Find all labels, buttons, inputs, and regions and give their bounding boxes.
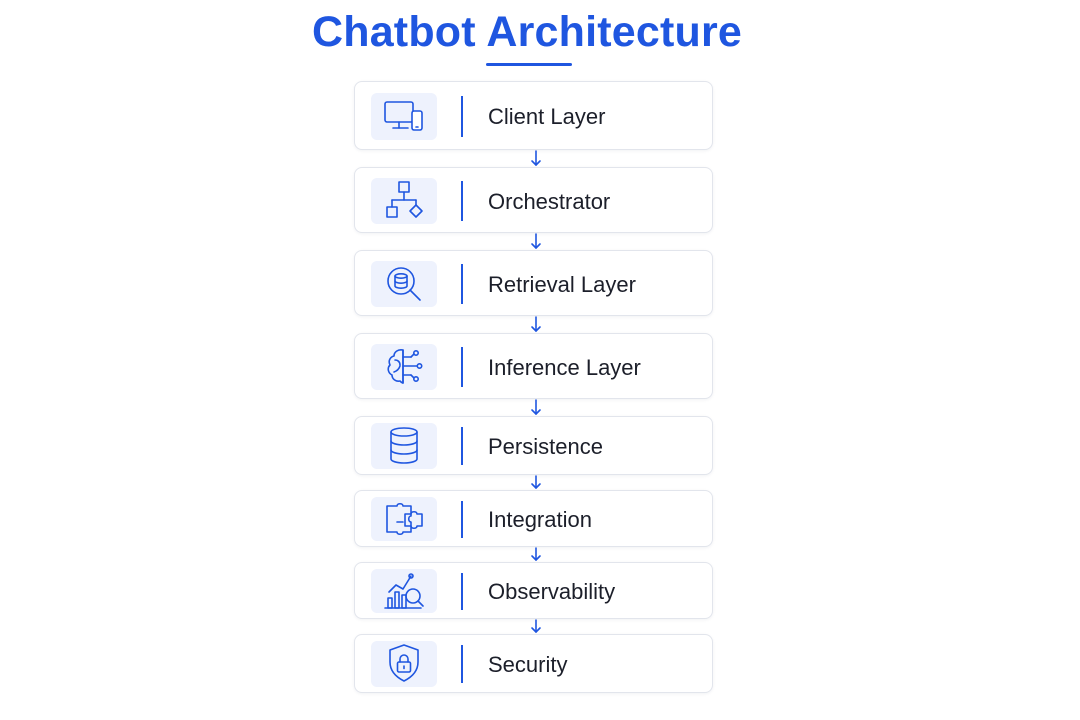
arrow-down-icon: [531, 316, 541, 332]
arrow-down-icon: [531, 399, 541, 415]
card-divider: [461, 501, 463, 538]
card-divider: [461, 181, 463, 221]
layer-label: Integration: [488, 507, 592, 532]
layer-card-persistence: Persistence: [354, 416, 713, 475]
flowchart-icon: [371, 178, 437, 224]
title-underline: [486, 63, 572, 66]
layer-label: Observability: [488, 579, 616, 604]
arrow-down-icon: [531, 547, 541, 561]
database-icon: [371, 423, 437, 469]
arrow-down-icon: [531, 475, 541, 489]
card-divider: [461, 427, 463, 465]
layer-card-integration: Integration: [354, 490, 713, 547]
card-divider: [461, 347, 463, 387]
layer-label: Retrieval Layer: [488, 272, 636, 297]
layer-label: Persistence: [488, 434, 603, 459]
layer-label: Security: [488, 652, 568, 677]
database-search-icon: [371, 261, 437, 307]
card-divider: [461, 96, 463, 137]
layer-card-orchestrator: Orchestrator: [354, 167, 713, 233]
layer-card-retrieval: Retrieval Layer: [354, 250, 713, 316]
arrow-down-icon: [531, 150, 541, 166]
arrow-down-icon: [531, 619, 541, 633]
chart-magnifier-icon: [371, 569, 437, 613]
layer-label: Orchestrator: [488, 189, 611, 214]
layer-card-observability: Observability: [354, 562, 713, 619]
card-divider: [461, 645, 463, 683]
arrow-down-icon: [531, 233, 541, 249]
monitor-phone-icon: [371, 93, 437, 140]
card-divider: [461, 573, 463, 610]
layer-label: Client Layer: [488, 104, 606, 129]
puzzle-icon: [371, 497, 437, 541]
diagram-title: Chatbot Architecture: [311, 8, 743, 56]
shield-lock-icon: [371, 641, 437, 687]
layer-label: Inference Layer: [488, 355, 641, 380]
layer-card-inference: Inference Layer: [354, 333, 713, 399]
layer-card-security: Security: [354, 634, 713, 693]
card-divider: [461, 264, 463, 304]
layer-card-client: Client Layer: [354, 81, 713, 150]
brain-circuit-icon: [371, 344, 437, 390]
